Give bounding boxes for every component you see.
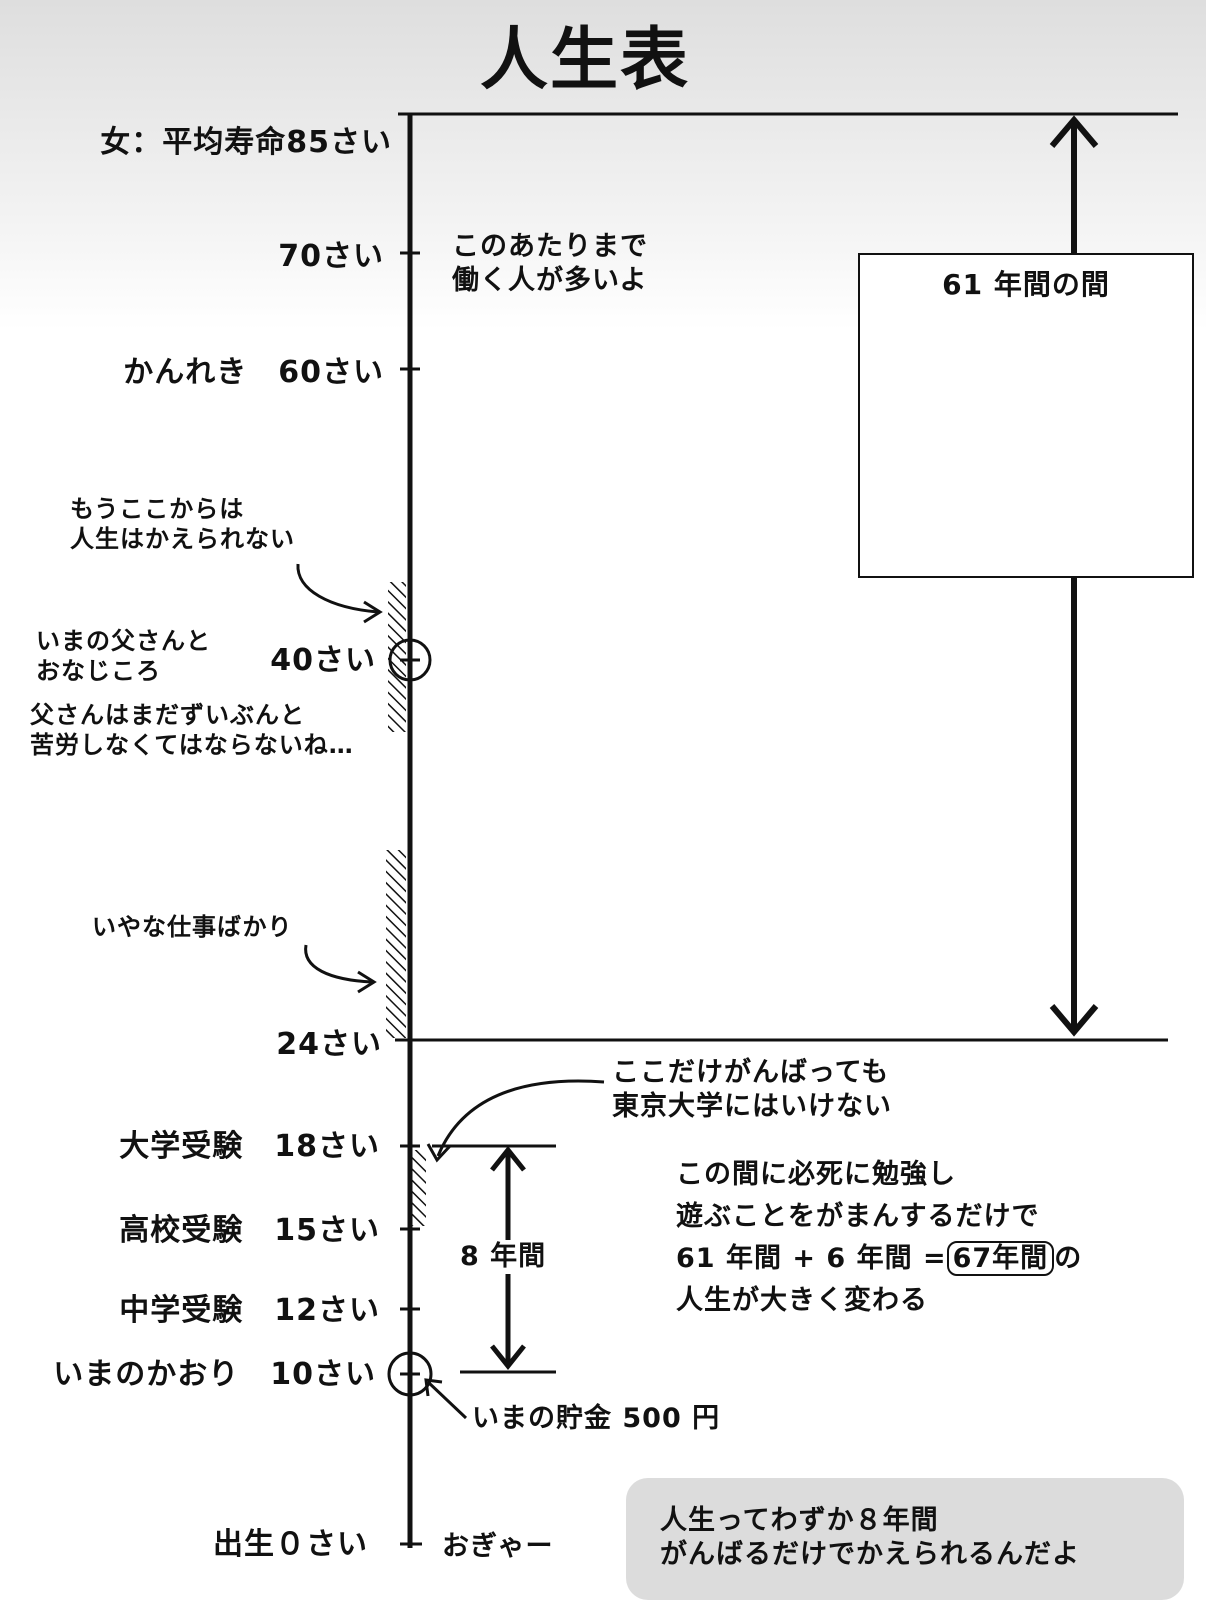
hatch-band-40 [388,582,406,732]
age-label-24: 24さい [276,1027,382,1062]
arrow-bad-jobs-head [357,970,377,994]
age-label-40: 40さい [270,643,376,678]
note-study-line4: 人生が大きく変わる [676,1285,928,1316]
box-label: 61 年間の間 [942,268,1110,301]
age-label-12: 中学受験 12さい [119,1293,380,1328]
age-label-60: かんれき 60さい [123,355,384,390]
bottom-message: 人生ってわずか８年間 がんばるだけでかえられるんだよ [660,1505,1080,1570]
age-label-10: いまのかおり 10さい [53,1357,376,1392]
note-father-now: いまの父さんと おなじころ [36,627,211,685]
age-label-15: 高校受験 15さい [119,1213,380,1248]
sixty-one-year-arrow-down [1049,1004,1099,1037]
age-label-18: 大学受験 18さい [119,1129,380,1164]
note-savings: いまの貯金 500 円 [472,1403,721,1434]
hatch-band-24-40 [386,850,406,1038]
arrow-cannot-change [296,563,379,614]
arrow-only-here [436,1079,605,1157]
total-67-years-badge: 67年間 [946,1241,1055,1276]
hatch-band-15-18 [412,1150,426,1226]
study-sum-suffix: の [1054,1243,1083,1274]
arrow-savings-head [424,1378,443,1397]
arrow-bad-jobs [304,944,373,984]
marker-10-circle [387,1351,433,1397]
page-title: 人生表 [480,21,691,100]
note-work-until: このあたりまで 働く人が多いよ [452,231,648,296]
sixty-one-year-arrow-up [1049,115,1099,148]
note-study-line3: 61 年間 + 6 年間 =67年間の [676,1241,1083,1276]
note-cannot-change: もうここからは 人生はかえられない [70,495,295,553]
study-sum: 61 年間 + 6 年間 = [676,1243,947,1274]
arrow-savings [426,1380,468,1420]
note-birth-cry: おぎゃー [442,1531,554,1562]
note-only-here: ここだけがんばっても 東京大学にはいけない [612,1057,892,1122]
age-label-70: 70さい [278,239,384,274]
bottom-message-panel: 人生ってわずか８年間 がんばるだけでかえられるんだよ [632,1484,1178,1594]
eight-years-label: 8 年間 [460,1240,547,1274]
note-father-hardship: 父さんはまだずいぶんと 苦労しなくてはならないね… [30,701,354,759]
note-study-line2: 遊ぶことをがまんするだけで [676,1201,1040,1232]
arrow-cannot-change-head [363,600,383,624]
age-label-0: 出生０さい [213,1527,368,1562]
note-study-line1: この間に必死に勉強し [676,1159,956,1190]
note-bad-jobs: いやな仕事ばかり [92,913,293,941]
eight-year-arrow-up [490,1145,526,1172]
age-label-85: 女：平均寿命85さい [100,125,392,160]
sixty-one-year-box: 61 年間の間 [858,253,1194,578]
eight-year-arrow-down [490,1344,526,1371]
arrow-only-here-head [426,1143,452,1163]
